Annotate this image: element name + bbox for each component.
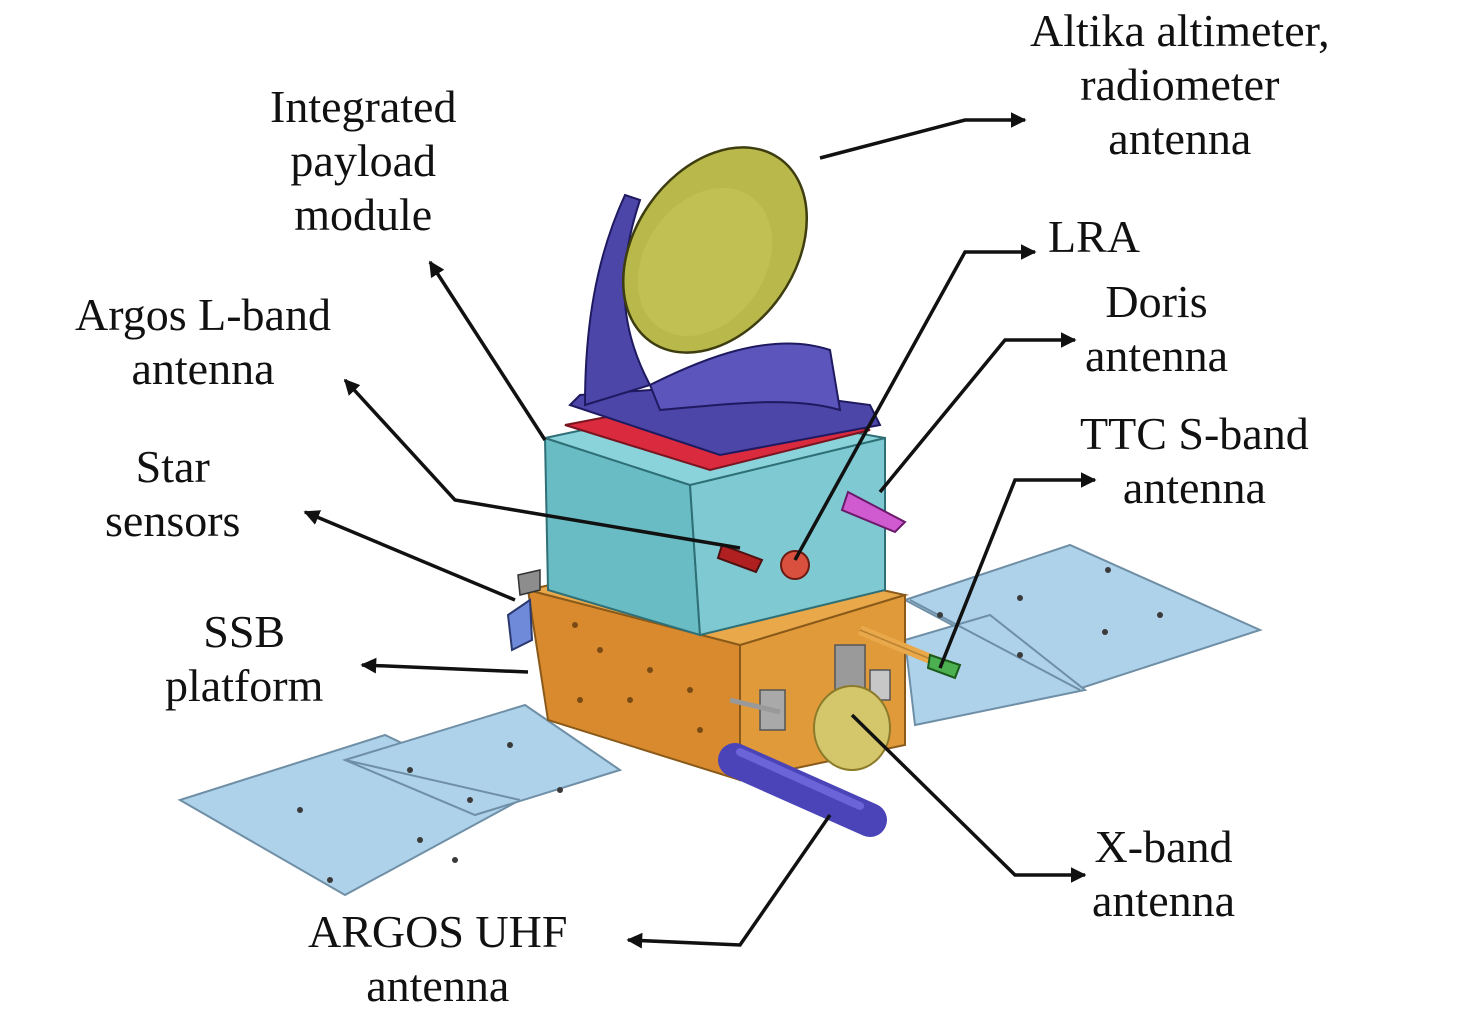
label-ttc-line1: TTC S-band [1080,408,1309,459]
left-solar-array [177,703,623,897]
label-star: Star sensors [105,440,240,548]
label-doris-line2: antenna [1085,330,1229,381]
label-xband: X-band antenna [1092,820,1235,928]
label-doris-line1: Doris [1105,276,1208,327]
dish-support [568,193,882,457]
label-star-line1: Star [135,441,210,492]
doris-antenna-body [840,490,907,534]
label-payload-line2: payload [290,135,437,186]
label-doris: Doris antenna [1085,275,1228,383]
arrow-doris [878,332,1077,494]
label-altika-line1: Altika altimeter, [1030,5,1330,56]
label-ttc: TTC S-band antenna [1080,407,1309,515]
label-argos-l: Argos L-band antenna [75,288,331,396]
label-xband-line1: X-band [1094,821,1233,872]
label-payload: Integrated payload module [270,80,456,242]
label-xband-line2: antenna [1092,875,1236,926]
arrow-lra [793,244,1037,561]
right-solar-array [902,543,1263,727]
arrow-argos-uhf [626,814,832,949]
label-argos-uhf: ARGOS UHF antenna [308,905,567,1013]
label-altika-line3: antenna [1108,113,1252,164]
label-argos-uhf-line1: ARGOS UHF [308,906,568,957]
label-payload-line1: Integrated [270,81,457,132]
label-argos-l-line2: antenna [131,343,275,394]
arrow-xband [850,713,1087,883]
x-band-antenna-disc [813,685,891,771]
arrow-argos-l [343,378,741,550]
label-ssb-line2: platform [165,660,324,711]
arrow-payload [428,260,547,441]
label-ssb-line1: SSB [203,606,286,657]
arrow-star [303,510,516,602]
label-star-line2: sensors [105,495,241,546]
label-argos-uhf-line2: antenna [366,960,510,1011]
label-lra: LRA [1048,210,1140,264]
label-payload-line3: module [294,189,433,240]
label-argos-l-line1: Argos L-band [75,289,331,340]
arrow-ttc [938,472,1097,669]
label-altika-line2: radiometer [1080,59,1280,110]
ttc-antenna-body [926,653,962,680]
star-sensor-body [506,569,541,652]
label-altika: Altika altimeter, radiometer antenna [1030,4,1330,166]
label-ssb: SSB platform [165,605,323,713]
lra-reflector [780,550,810,580]
arrow-altika [819,112,1027,160]
altika-dish [621,146,809,354]
arrow-ssb [360,657,529,674]
label-ttc-line2: antenna [1122,462,1266,513]
argos-uhf-antenna-body [718,697,887,837]
label-lra-line1: LRA [1048,211,1140,262]
argos-l-band-antenna-body [716,543,764,574]
